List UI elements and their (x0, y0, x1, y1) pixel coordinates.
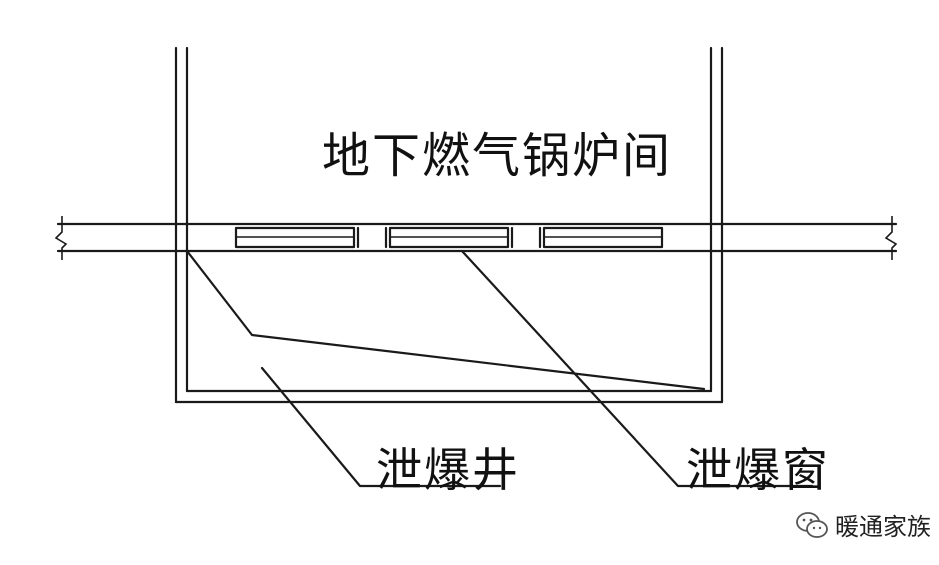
boiler-room-label: 地下燃气锅炉间 (322, 128, 673, 184)
well-outline-leader (185, 249, 706, 391)
left-break-symbol (54, 216, 68, 260)
vent-window-label: 泄爆窗 (686, 443, 830, 497)
vent-well-label: 泄爆井 (376, 443, 520, 497)
watermark-text: 暖通家族 (835, 513, 931, 541)
wechat-icon (796, 511, 828, 538)
watermark: 暖通家族 (795, 507, 931, 542)
window-label-leader (460, 249, 814, 488)
well-label-leader (260, 366, 502, 488)
right-break-symbol (884, 216, 898, 260)
